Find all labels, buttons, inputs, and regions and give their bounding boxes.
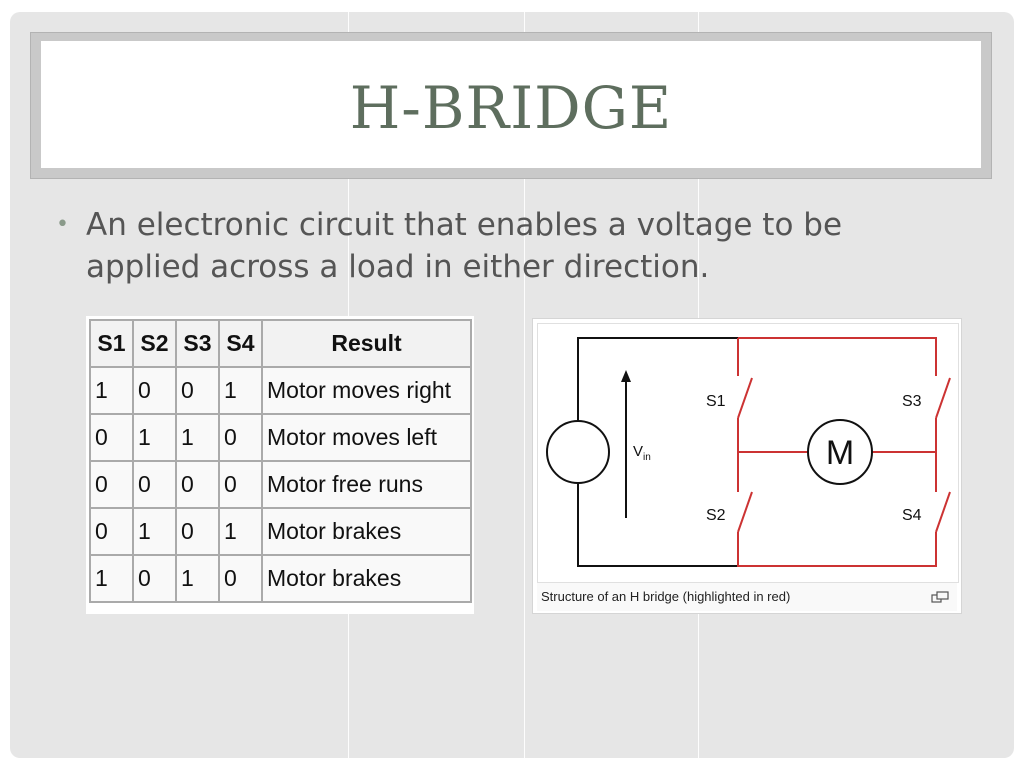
table-row: 0 0 0 0 Motor free runs <box>89 460 472 509</box>
table-row: 0 1 1 0 Motor moves left <box>89 413 472 462</box>
header-result: Result <box>261 319 472 368</box>
cell-s1: 0 <box>89 460 134 509</box>
cell-result: Motor brakes <box>261 554 472 603</box>
truth-table-header-row: S1 S2 S3 S4 Result <box>89 319 472 368</box>
cell-s2: 1 <box>132 413 177 462</box>
bullet-text: An electronic circuit that enables a vol… <box>86 207 843 285</box>
motor-icon <box>807 419 873 485</box>
cell-result: Motor moves right <box>261 366 472 415</box>
voltage-source-icon <box>546 420 610 484</box>
cell-result: Motor free runs <box>261 460 472 509</box>
h-bridge-svg: Vin S1 S2 S3 S4 <box>546 337 951 567</box>
background-divider <box>524 12 525 758</box>
h-bridge-diagram-panel: Vin S1 S2 S3 S4 <box>532 318 962 614</box>
diagram-caption: Structure of an H bridge (highlighted in… <box>537 583 957 611</box>
switch-s4-icon <box>935 491 951 533</box>
cell-s1: 0 <box>89 507 134 556</box>
cell-s1: 1 <box>89 554 134 603</box>
cell-s1: 0 <box>89 413 134 462</box>
cell-s2: 0 <box>132 554 177 603</box>
cell-s3: 0 <box>175 460 220 509</box>
cell-s2: 0 <box>132 460 177 509</box>
table-row: 1 0 0 1 Motor moves right <box>89 366 472 415</box>
cell-s4: 0 <box>218 554 263 603</box>
header-s2: S2 <box>132 319 177 368</box>
switch-s1-icon <box>737 377 753 419</box>
title-box: H-BRIDGE <box>41 41 981 168</box>
vin-label: Vin <box>633 443 651 463</box>
label-s4: S4 <box>902 507 922 524</box>
enlarge-icon[interactable] <box>931 591 949 603</box>
cell-s3: 1 <box>175 554 220 603</box>
cell-result: Motor moves left <box>261 413 472 462</box>
bullet-dot-icon: • <box>56 212 69 237</box>
table-row: 1 0 1 0 Motor brakes <box>89 554 472 603</box>
truth-table-panel: S1 S2 S3 S4 Result 1 0 0 1 Motor moves r… <box>86 316 474 614</box>
slide-title: H-BRIDGE <box>349 73 673 142</box>
cell-s2: 0 <box>132 366 177 415</box>
switch-s3-icon <box>935 377 951 419</box>
motor-label: M <box>826 434 854 472</box>
h-bridge-diagram: Vin S1 S2 S3 S4 <box>537 323 959 583</box>
cell-s4: 0 <box>218 460 263 509</box>
switch-s2-icon <box>737 491 753 533</box>
cell-s4: 1 <box>218 366 263 415</box>
table-row: 0 1 0 1 Motor brakes <box>89 507 472 556</box>
header-s4: S4 <box>218 319 263 368</box>
label-s1: S1 <box>706 393 726 410</box>
vin-arrowhead-icon <box>621 370 631 382</box>
bullet-point: • An electronic circuit that enables a v… <box>56 204 936 288</box>
label-s2: S2 <box>706 507 726 524</box>
cell-s3: 0 <box>175 366 220 415</box>
label-s3: S3 <box>902 393 922 410</box>
truth-table: S1 S2 S3 S4 Result 1 0 0 1 Motor moves r… <box>89 319 472 603</box>
header-s3: S3 <box>175 319 220 368</box>
caption-text: Structure of an H bridge (highlighted in… <box>541 589 791 604</box>
cell-s4: 0 <box>218 413 263 462</box>
cell-result: Motor brakes <box>261 507 472 556</box>
title-frame: H-BRIDGE <box>30 32 992 179</box>
cell-s4: 1 <box>218 507 263 556</box>
cell-s3: 1 <box>175 413 220 462</box>
cell-s3: 0 <box>175 507 220 556</box>
bridge-wires <box>737 337 937 567</box>
slide: H-BRIDGE • An electronic circuit that en… <box>10 12 1014 758</box>
cell-s1: 1 <box>89 366 134 415</box>
cell-s2: 1 <box>132 507 177 556</box>
header-s1: S1 <box>89 319 134 368</box>
